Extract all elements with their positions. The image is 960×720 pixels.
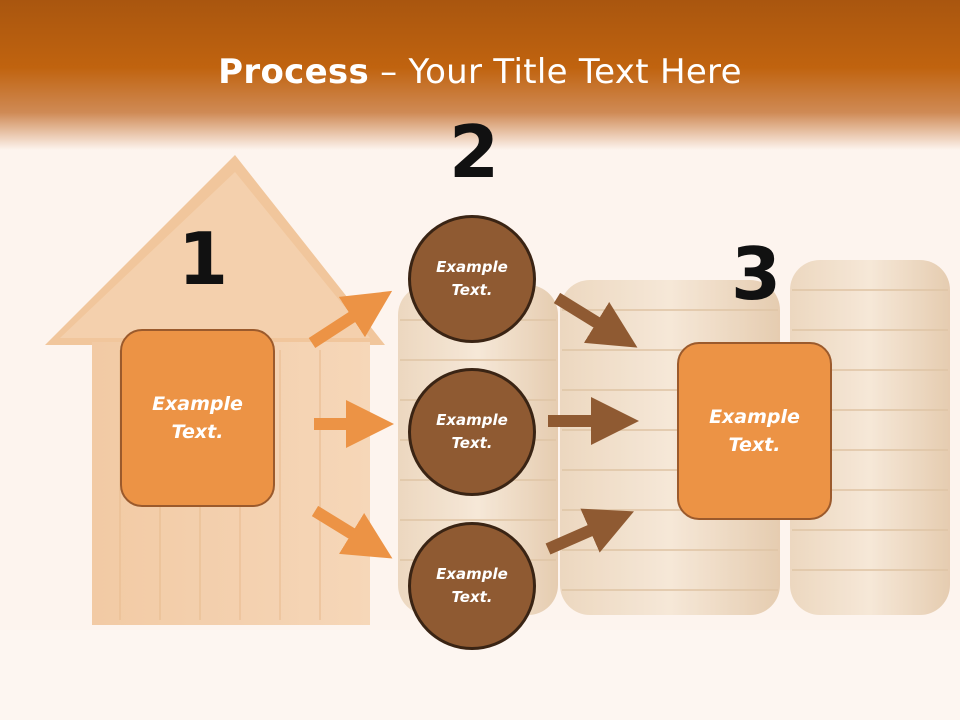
step-3-box[interactable]: Example Text. [677, 342, 832, 520]
step-1-label: Example Text. [152, 392, 243, 444]
step-3-label: Example Text. [709, 405, 800, 457]
step-2-circle-1[interactable]: Example Text. [408, 215, 536, 343]
step-2-circle-3-label: Example Text. [436, 564, 508, 606]
arrow-2a-to-3 [553, 292, 638, 348]
step-number-2: 2 [449, 110, 500, 194]
arrow-1-to-2a [308, 290, 393, 349]
slide-title: Process – Your Title Text Here [0, 52, 960, 92]
title-rest: – Your Title Text Here [369, 52, 742, 92]
title-bar [0, 0, 960, 150]
arrow-1-to-2c [311, 505, 393, 559]
step-2-circle-2[interactable]: Example Text. [408, 368, 536, 496]
step-number-1: 1 [178, 217, 229, 301]
step-2-circle-2-label: Example Text. [436, 410, 508, 452]
arrow-2c-to-3 [545, 508, 634, 555]
step-1-box[interactable]: Example Text. [120, 329, 275, 507]
title-bold: Process [218, 52, 370, 92]
step-2-circle-1-label: Example Text. [436, 257, 508, 299]
step-2-circle-3[interactable]: Example Text. [408, 522, 536, 650]
step-number-3: 3 [731, 232, 782, 316]
